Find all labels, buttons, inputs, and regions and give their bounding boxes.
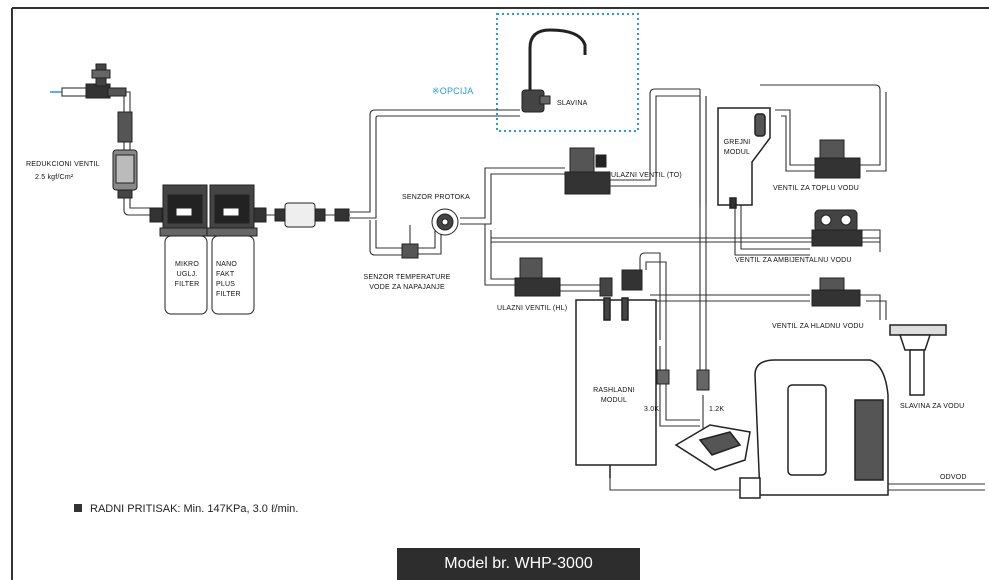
inlet-valve-hl [514, 257, 643, 297]
water-faucet [889, 324, 947, 396]
micro-filter-line: MIKRO [175, 261, 199, 268]
heating-module-label: GREJNI MODUL [720, 138, 754, 158]
pressure-label: 2.5 kgf/Cm² [35, 174, 74, 181]
inlet-valve-to [564, 147, 611, 195]
ambient-valve-label: VENTIL ZA AMBIJENTALNU VODU [735, 257, 852, 264]
nano-filter-line: FILTER [216, 291, 241, 298]
micro-filter-line: UGLJ. [176, 271, 198, 278]
flow-sensor [431, 208, 459, 236]
micro-filter-label: MIKRO UGLJ. FILTER [168, 260, 206, 290]
inlet-valve-to-label: ULAZNI VENTIL (TO) [611, 172, 682, 179]
faucet-option [521, 28, 587, 113]
operating-pressure-note: RADNI PRITISAK: Min. 147KPa, 3.0 ℓ/min. [74, 503, 298, 515]
cooling-module [575, 297, 657, 478]
bullet-square-icon [74, 504, 82, 512]
option-dotted-box [496, 13, 639, 132]
flow-sensor-label: SENZOR PROTOKA [402, 194, 471, 201]
inlet-valve-hl-label: ULAZNI VENTIL (HL) [497, 305, 568, 312]
resistor-fittings [656, 369, 710, 391]
hot-water-valve [814, 139, 861, 179]
inline-cartridge [274, 202, 350, 228]
filters [149, 184, 267, 315]
temperature-sensor-label: SENZOR TEMPERATURE VODE ZA NAPAJANJE [352, 273, 462, 293]
nano-filter-label: NANO FAKT PLUS FILTER [216, 260, 241, 300]
fitting-1k2-label: 1.2K [709, 406, 725, 413]
reducing-valve [112, 111, 138, 199]
heating-module [717, 107, 771, 209]
inlet-connector [85, 63, 127, 99]
option-label: ※OPCIJA [432, 86, 474, 96]
fitting-3k-label: 3.0K [644, 406, 660, 413]
faucet-label: SLAVINA [557, 100, 588, 107]
cold-water-valve-label: VENTIL ZA HLADNU VODU [772, 323, 864, 330]
drain-label: ODVOD [940, 474, 967, 481]
model-number-banner: Model br. WHP-3000 [397, 548, 640, 580]
cooling-module-label: RASHLADNI MODUL [584, 386, 644, 406]
machine [739, 359, 889, 499]
operating-pressure-text: RADNI PRITISAK: Min. 147KPa, 3.0 ℓ/min. [90, 503, 299, 515]
cooling-module-line: RASHLADNI [593, 387, 635, 394]
cooling-module-line: MODUL [600, 397, 628, 404]
reducing-valve-label: REDUKCIONI VENTIL [26, 161, 100, 168]
nano-filter-line: FAKT [216, 271, 235, 278]
heating-module-line: MODUL [723, 149, 751, 156]
nano-filter-line: PLUS [216, 281, 236, 288]
heating-module-line: GREJNI [723, 139, 751, 146]
temperature-sensor [401, 225, 419, 259]
water-faucet-label: SLAVINA ZA VODU [900, 403, 965, 410]
nano-filter-line: NANO [216, 261, 238, 268]
foot-pedal [674, 424, 751, 471]
hot-water-valve-label: VENTIL ZA TOPLU VODU [773, 185, 859, 192]
micro-filter-line: FILTER [174, 281, 200, 288]
cold-water-valve [811, 277, 861, 307]
temperature-sensor-line: VODE ZA NAPAJANJE [369, 284, 445, 291]
ambient-valve [811, 209, 863, 247]
temperature-sensor-line: SENZOR TEMPERATURE [363, 274, 451, 281]
